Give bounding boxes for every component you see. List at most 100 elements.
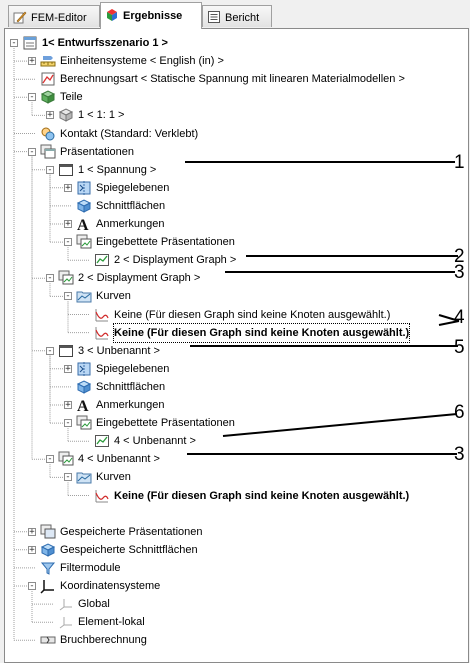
expand-toggle[interactable]: + xyxy=(28,526,36,537)
tab-bericht[interactable]: Bericht xyxy=(202,5,272,27)
collapse-toggle[interactable]: - xyxy=(46,164,54,175)
tree-node-label: Koordinatensysteme xyxy=(60,580,161,592)
tree-node[interactable]: - Eingebettete Präsentationen xyxy=(5,414,465,432)
tree-node[interactable]: Berechnungsart < Statische Spannung mit … xyxy=(5,70,465,88)
graph-icon xyxy=(95,435,109,448)
tree-node[interactable]: 4 < Unbenannt > xyxy=(5,432,465,450)
collapse-toggle[interactable]: - xyxy=(46,454,54,465)
window-icon xyxy=(59,344,73,357)
tree-node[interactable]: Keine (Für diesen Graph sind keine Knote… xyxy=(5,322,465,343)
contact-icon xyxy=(41,127,55,140)
tree-node[interactable]: +1 < 1: 1 > xyxy=(5,106,465,124)
tree-node-label: Eingebettete Präsentationen xyxy=(96,417,235,430)
collapse-toggle[interactable]: - xyxy=(64,291,72,302)
graph-presentation-icon xyxy=(58,451,74,466)
curve-icon xyxy=(95,489,109,502)
mirror-planes-icon xyxy=(77,180,91,195)
collapse-toggle[interactable]: - xyxy=(28,146,36,157)
collapse-toggle[interactable]: - xyxy=(28,581,36,591)
tree-node[interactable]: 2 < Displayment Graph > xyxy=(5,251,465,269)
embedded-presentations-icon xyxy=(76,234,92,249)
tree-node[interactable]: - Präsentationen xyxy=(5,143,465,161)
tree-node-label: Anmerkungen xyxy=(96,218,165,230)
tree-node-label: 1 < 1: 1 > xyxy=(78,109,125,122)
tree-node-label: Kurven xyxy=(96,471,131,484)
expand-toggle[interactable]: + xyxy=(64,400,72,410)
tree-node[interactable]: -2 < Displayment Graph > xyxy=(5,269,465,287)
section-planes-icon xyxy=(76,380,92,394)
tab-ergebnisse[interactable]: Ergebnisse xyxy=(100,2,202,29)
expand-toggle[interactable]: + xyxy=(64,182,72,193)
tree-node[interactable]: Schnittflächen xyxy=(5,197,465,215)
expand-toggle[interactable]: + xyxy=(46,110,54,121)
collapse-toggle[interactable]: - xyxy=(10,38,18,48)
expand-toggle[interactable]: + xyxy=(28,544,36,555)
tree-node-label: Schnittflächen xyxy=(96,199,166,212)
expand-toggle[interactable]: + xyxy=(64,363,72,374)
tree-node-label: 1 < Spannung > xyxy=(78,163,157,176)
curves-folder-icon xyxy=(76,472,92,484)
tab-label: FEM-Editor xyxy=(31,12,87,24)
tree-node-label: Spiegelebenen xyxy=(96,362,170,375)
tree-node-label: Präsentationen xyxy=(60,145,134,158)
tree-node[interactable]: Global xyxy=(5,595,465,613)
tree-node[interactable]: Keine (Für diesen Graph sind keine Knote… xyxy=(5,306,465,324)
tree-node[interactable]: Element-lokal xyxy=(5,613,465,631)
tree-node[interactable]: - 1 < Spannung > xyxy=(5,161,465,179)
graph-icon xyxy=(95,254,109,267)
scenario-icon xyxy=(23,36,37,50)
expand-toggle[interactable]: + xyxy=(28,56,36,67)
tree-node[interactable]: + Spiegelebenen xyxy=(5,360,465,378)
tree-node[interactable]: +Gespeicherte Schnittflächen xyxy=(5,541,465,559)
saved-presentations-icon xyxy=(40,524,56,539)
tree-node[interactable]: - Kurven xyxy=(5,468,465,486)
tree-node[interactable]: Filtermodule xyxy=(5,559,465,577)
tree-node[interactable]: -4 < Unbenannt > xyxy=(5,450,465,468)
callout-line xyxy=(438,314,460,322)
svg-text:A: A xyxy=(77,398,89,413)
pencil-icon xyxy=(13,11,27,24)
collapse-toggle[interactable]: - xyxy=(46,345,54,356)
tree-node-label: 2 < Displayment Graph > xyxy=(114,254,237,267)
tree-node[interactable]: - Koordinatensysteme xyxy=(5,577,465,595)
tree-node[interactable]: Kontakt (Standard: Verklebt) xyxy=(5,125,465,143)
collapse-toggle[interactable]: - xyxy=(28,92,36,103)
tree-node-label: 4 < Unbenannt > xyxy=(114,435,196,448)
tab-fem-editor[interactable]: FEM-Editor xyxy=(8,5,100,27)
tree-node[interactable]: Bruchberechnung xyxy=(5,631,465,649)
analysis-icon xyxy=(41,72,55,86)
collapse-toggle[interactable]: - xyxy=(64,418,72,429)
local-axes-icon xyxy=(59,617,72,629)
tree-node-label: Keine (Für diesen Graph sind keine Knote… xyxy=(114,308,391,321)
tree-node[interactable]: +Spiegelebenen xyxy=(5,179,465,197)
collapse-toggle[interactable]: - xyxy=(46,273,54,284)
tree-node[interactable]: -Kurven xyxy=(5,287,465,305)
callout-number: 5 xyxy=(454,337,465,358)
tree-node[interactable]: +Einheitensysteme < English (in) > xyxy=(5,52,465,70)
tree-node[interactable]: -Teile xyxy=(5,88,465,106)
tree-node[interactable]: - 3 < Unbenannt > xyxy=(5,342,465,360)
tree-node-label: 3 < Unbenannt > xyxy=(78,344,160,357)
tree-node[interactable]: Keine (Für diesen Graph sind keine Knote… xyxy=(5,487,465,505)
saved-sections-icon xyxy=(40,543,56,557)
tab-label: Ergebnisse xyxy=(123,10,183,22)
tree-node-label: Schnittflächen xyxy=(96,380,166,393)
parts-icon xyxy=(40,90,56,105)
tree-node-label: 1< Entwurfsszenario 1 > xyxy=(42,37,168,49)
tree-node-label: Gespeicherte Präsentationen xyxy=(60,525,203,538)
expand-toggle[interactable]: + xyxy=(64,219,72,229)
graph-presentation-icon xyxy=(58,270,74,285)
tree-node[interactable]: - 1< Entwurfsszenario 1 > xyxy=(5,34,465,52)
tree-node[interactable]: -Eingebettete Präsentationen xyxy=(5,233,465,251)
callout-number: 3 xyxy=(454,262,465,283)
tree-node[interactable]: Schnittflächen xyxy=(5,378,465,396)
tree-node-label: Berechnungsart < Statische Spannung mit … xyxy=(60,73,405,86)
tree-node[interactable]: + Gespeicherte Präsentationen xyxy=(5,523,465,541)
collapse-toggle[interactable]: - xyxy=(64,237,72,248)
callout-number: 6 xyxy=(454,402,465,423)
tree-node-label: Filtermodule xyxy=(60,561,121,574)
collapse-toggle[interactable]: - xyxy=(64,472,72,483)
part-cube-icon xyxy=(58,108,74,123)
